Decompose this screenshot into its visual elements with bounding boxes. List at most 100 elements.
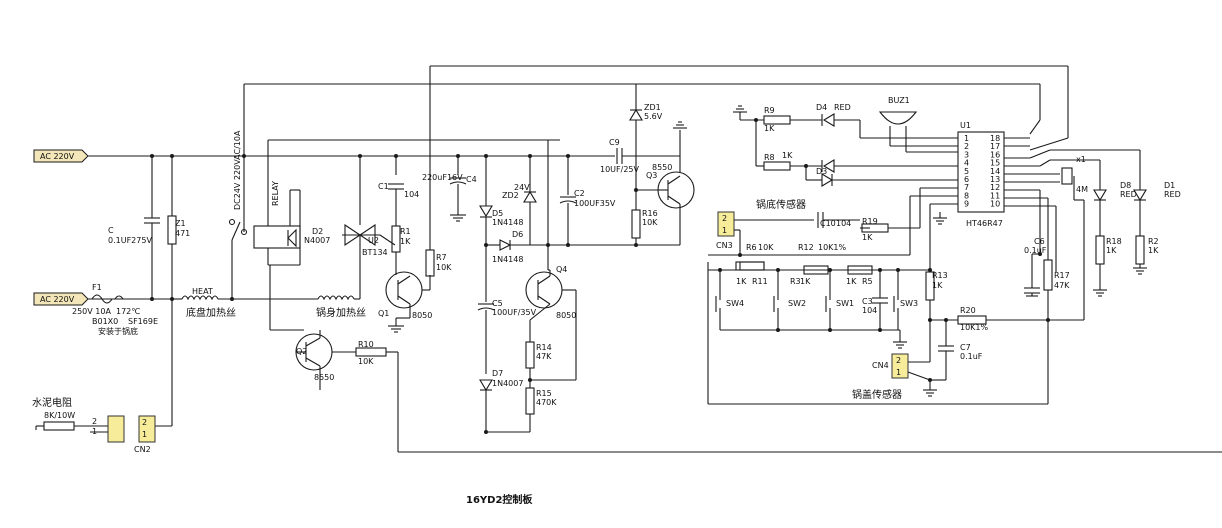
mcu-right-wiring bbox=[707, 137, 1147, 405]
svg-text:D7: D7 bbox=[492, 369, 503, 378]
svg-text:锅身加热丝: 锅身加热丝 bbox=[316, 306, 366, 319]
svg-text:D8: D8 bbox=[1120, 181, 1131, 190]
svg-text:底盘加热丝: 底盘加热丝 bbox=[186, 306, 236, 319]
svg-text:ZD1: ZD1 bbox=[644, 103, 661, 112]
svg-text:CN2: CN2 bbox=[134, 445, 151, 454]
svg-text:U2: U2 bbox=[368, 236, 379, 245]
svg-text:10K: 10K bbox=[358, 357, 374, 366]
svg-text:10UF/25V: 10UF/25V bbox=[600, 165, 640, 174]
junctions bbox=[150, 118, 1050, 434]
wires-left bbox=[88, 83, 1041, 427]
svg-text:C7: C7 bbox=[960, 343, 971, 352]
svg-text:HT46R47: HT46R47 bbox=[966, 219, 1003, 228]
u1-pin-right: 10 bbox=[990, 200, 1000, 209]
transistor-q2 bbox=[295, 330, 1222, 453]
svg-text:SF169E: SF169E bbox=[128, 317, 158, 326]
svg-text:AC 220V: AC 220V bbox=[40, 152, 75, 161]
svg-text:锅底传感器: 锅底传感器 bbox=[756, 198, 806, 211]
svg-text:47K: 47K bbox=[1054, 281, 1070, 290]
u1-pin-left: 5 bbox=[964, 167, 969, 176]
svg-text:0.1UF275V: 0.1UF275V bbox=[108, 236, 152, 245]
u1-pin-left: 9 bbox=[964, 200, 969, 209]
svg-text:D2: D2 bbox=[312, 227, 323, 236]
labels: C 0.1UF275V Z1 471 F1 250V 10A 172℃ B01X… bbox=[32, 96, 1181, 506]
svg-text:R13: R13 bbox=[932, 271, 948, 280]
svg-text:R20: R20 bbox=[960, 306, 976, 315]
u1-pin-right: 17 bbox=[990, 142, 1000, 151]
svg-text:D3: D3 bbox=[816, 167, 827, 176]
svg-text:Q1: Q1 bbox=[378, 309, 389, 318]
key-ladder: 2 1 bbox=[707, 261, 1012, 397]
svg-text:250V 10A: 250V 10A bbox=[72, 307, 111, 316]
svg-text:R17: R17 bbox=[1054, 271, 1070, 280]
svg-text:1K: 1K bbox=[736, 277, 747, 286]
svg-text:1K: 1K bbox=[932, 281, 943, 290]
buzzer bbox=[878, 111, 958, 153]
svg-text:8050: 8050 bbox=[412, 311, 432, 320]
svg-text:R9: R9 bbox=[764, 106, 775, 115]
svg-text:5.6V: 5.6V bbox=[644, 112, 663, 121]
u1-pin-right: 11 bbox=[990, 191, 1000, 200]
cement-resistor: 2 1 bbox=[35, 415, 156, 443]
svg-text:D4: D4 bbox=[816, 103, 827, 112]
svg-text:AC 220V: AC 220V bbox=[40, 295, 75, 304]
svg-text:8550: 8550 bbox=[652, 163, 672, 172]
svg-text:100UF35V: 100UF35V bbox=[574, 199, 616, 208]
svg-text:1K: 1K bbox=[846, 277, 857, 286]
svg-text:2: 2 bbox=[896, 356, 901, 365]
svg-text:172℃: 172℃ bbox=[116, 307, 140, 316]
svg-text:1K: 1K bbox=[1148, 246, 1159, 255]
svg-text:x1: x1 bbox=[1076, 155, 1086, 164]
svg-text:16YD2控制板: 16YD2控制板 bbox=[466, 493, 533, 506]
u1-pin-left: 4 bbox=[964, 159, 969, 168]
svg-text:470K: 470K bbox=[536, 398, 557, 407]
svg-text:HEAT: HEAT bbox=[192, 287, 213, 296]
svg-text:10K: 10K bbox=[758, 243, 774, 252]
svg-text:R19: R19 bbox=[862, 217, 878, 226]
svg-text:B01X0: B01X0 bbox=[92, 317, 118, 326]
svg-text:RED: RED bbox=[1120, 190, 1137, 199]
u1-pin-left: 7 bbox=[964, 183, 969, 192]
u1-pin-left: 3 bbox=[964, 150, 969, 159]
svg-text:1N4148: 1N4148 bbox=[492, 255, 523, 264]
power-supply bbox=[477, 140, 680, 433]
svg-text:104: 104 bbox=[404, 190, 419, 199]
svg-text:10K1%: 10K1% bbox=[818, 243, 847, 252]
svg-text:CN4: CN4 bbox=[872, 361, 889, 370]
svg-text:Q2: Q2 bbox=[296, 347, 307, 356]
svg-text:RED: RED bbox=[1164, 190, 1181, 199]
svg-text:10K: 10K bbox=[642, 218, 658, 227]
svg-text:SW3: SW3 bbox=[900, 299, 918, 308]
svg-text:C: C bbox=[108, 226, 114, 235]
svg-text:2: 2 bbox=[92, 417, 97, 426]
svg-text:水泥电阻: 水泥电阻 bbox=[32, 396, 72, 409]
svg-text:R10: R10 bbox=[358, 340, 374, 349]
mcu-u1 bbox=[957, 131, 1005, 213]
u1-pin-right: 16 bbox=[990, 150, 1000, 159]
svg-text:100UF/35V: 100UF/35V bbox=[492, 308, 537, 317]
svg-text:2: 2 bbox=[142, 418, 147, 427]
capacitor-c4 bbox=[449, 156, 467, 222]
svg-text:D5: D5 bbox=[492, 209, 503, 218]
svg-text:10K: 10K bbox=[436, 263, 452, 272]
u1-pin-left: 2 bbox=[964, 142, 969, 151]
svg-text:SW4: SW4 bbox=[726, 299, 744, 308]
svg-text:8K/10W: 8K/10W bbox=[44, 411, 75, 420]
svg-text:R7: R7 bbox=[436, 253, 447, 262]
svg-text:RED: RED bbox=[834, 103, 851, 112]
u1-pin-left: 1 bbox=[964, 134, 969, 143]
svg-text:R5: R5 bbox=[862, 277, 873, 286]
svg-text:BT134: BT134 bbox=[362, 248, 388, 257]
pot-bottom-sensor: 2 1 bbox=[708, 187, 958, 272]
svg-text:C6: C6 bbox=[1034, 237, 1045, 246]
u1-pin-right: 15 bbox=[990, 159, 1000, 168]
svg-text:4M: 4M bbox=[1076, 185, 1088, 194]
svg-text:DC24V 220VAC/10A: DC24V 220VAC/10A bbox=[233, 130, 242, 210]
svg-text:24V: 24V bbox=[514, 183, 530, 192]
regulator bbox=[568, 84, 695, 245]
u1-pin-right: 18 bbox=[990, 134, 1000, 143]
svg-text:1N4148: 1N4148 bbox=[492, 218, 523, 227]
